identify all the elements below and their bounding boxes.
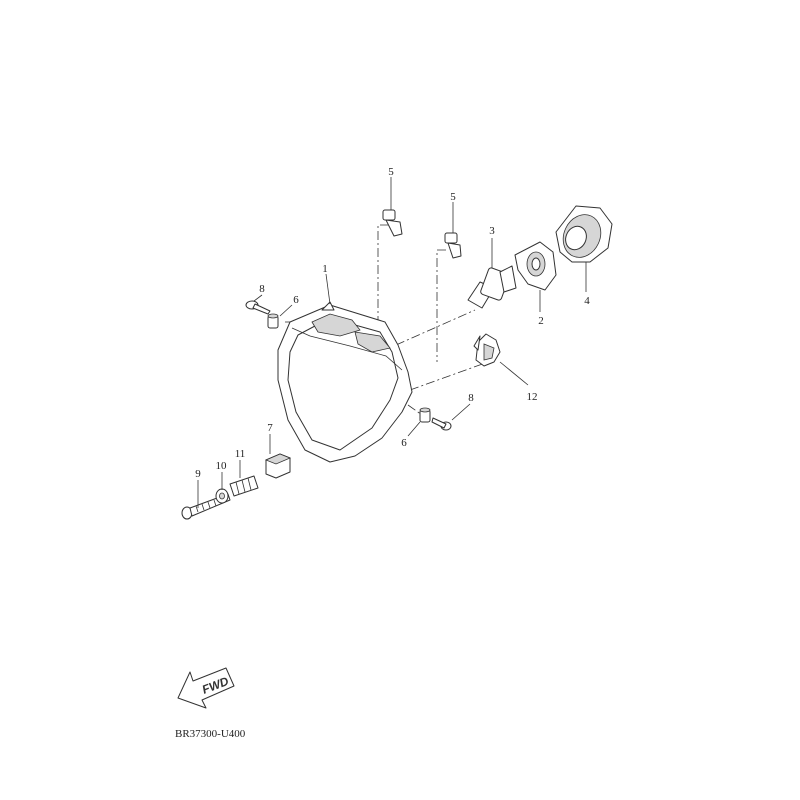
callout-8b: 8 — [468, 392, 474, 404]
callout-6a: 6 — [293, 294, 299, 306]
assembly-lines — [285, 224, 489, 416]
callout-2: 2 — [538, 315, 544, 327]
callout-4: 4 — [584, 295, 590, 307]
callout-5a: 5 — [388, 166, 394, 178]
callout-3: 3 — [489, 225, 495, 237]
collar-lower — [419, 407, 431, 423]
bulb-retainer — [514, 241, 557, 291]
callout-5b: 5 — [450, 191, 456, 203]
bulb-dust-cover — [555, 205, 613, 263]
diagram-code: BR37300-U400 — [175, 728, 246, 740]
headlight-housing — [277, 301, 413, 463]
callout-6b: 6 — [401, 437, 407, 449]
collar-upper — [267, 313, 279, 329]
callout-12: 12 — [527, 391, 538, 403]
callout-1: 1 — [322, 263, 328, 275]
leader-lines — [197, 177, 587, 508]
callout-9: 9 — [195, 468, 201, 480]
callout-7: 7 — [267, 422, 273, 434]
fwd-arrow-icon: FWD — [177, 667, 235, 709]
callout-8a: 8 — [259, 283, 265, 295]
callout-10: 10 — [216, 460, 228, 472]
headlight-bulb — [467, 265, 517, 309]
screw-lower — [431, 417, 452, 431]
mounting-clip-a — [382, 209, 403, 237]
screw-upper — [245, 300, 271, 315]
adjuster-block — [264, 453, 292, 479]
callout-11: 11 — [235, 448, 246, 460]
bulb-socket — [473, 333, 501, 367]
washer — [215, 488, 229, 504]
mounting-clip-b — [444, 232, 462, 259]
adjuster-spring — [229, 475, 259, 497]
